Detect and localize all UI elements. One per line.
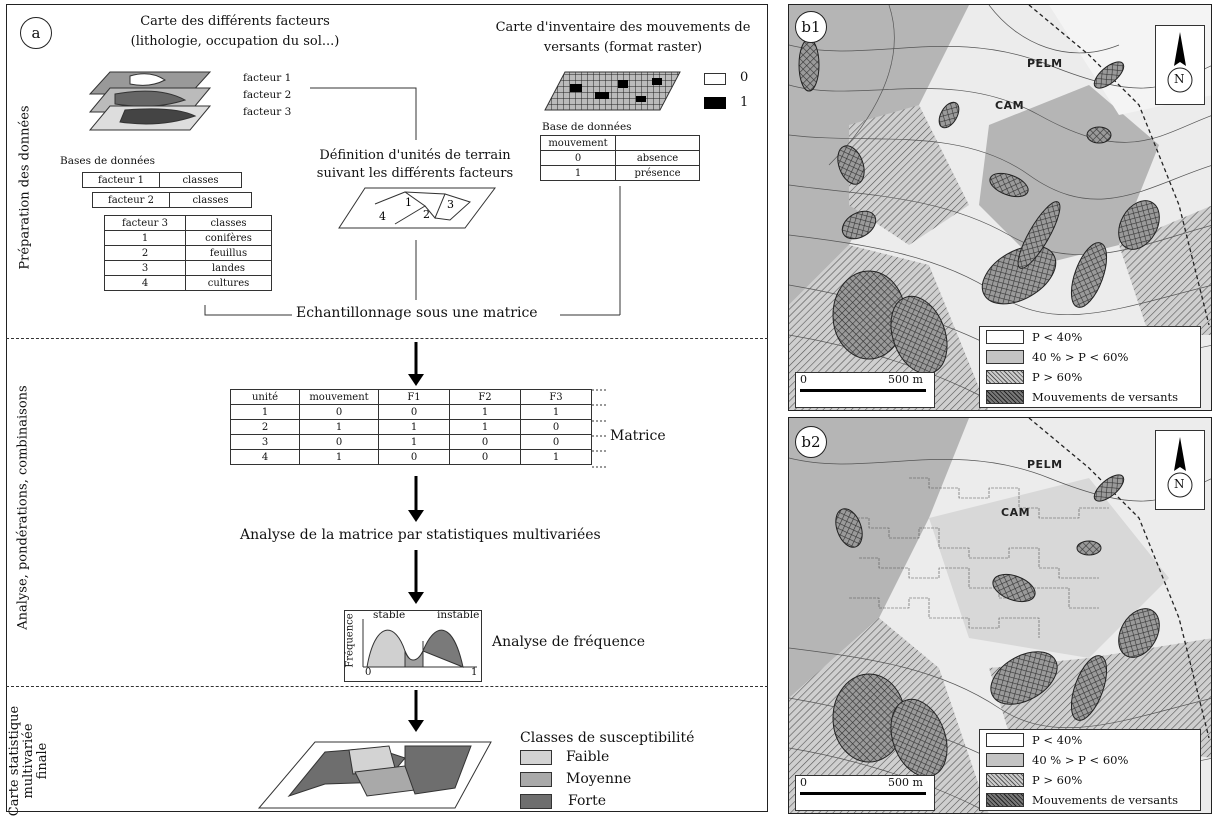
map-b1-label-cam: CAM — [995, 99, 1025, 112]
map-b2-north-arrow: N — [1155, 430, 1205, 510]
map-b2-badge: b2 — [795, 426, 827, 458]
classe-forte-swatch — [520, 794, 552, 809]
facteur-labels: facteur 1 facteur 2 facteur 3 — [243, 72, 292, 118]
matrix-extension-dots — [592, 389, 608, 468]
raster-legend-0-label: 0 — [740, 70, 749, 85]
inventaire-title: Carte d'inventaire des mouvements de ver… — [495, 20, 751, 55]
factor-layers-illustration — [88, 71, 212, 131]
freq-x1: 1 — [471, 667, 478, 678]
classe-moyenne-swatch — [520, 772, 552, 787]
map-b1-legend: P < 40% 40 % > P < 60% P > 60% Mouvement… — [979, 326, 1201, 408]
map-b2-legend: P < 40% 40 % > P < 60% P > 60% Mouvement… — [979, 729, 1201, 811]
classe-moyenne-label: Moyenne — [566, 771, 632, 787]
map-b2-scale-bar: 0 500 m — [795, 775, 935, 811]
flow-arrows — [408, 342, 424, 732]
map-b2: b2 N PELM CAM 0 500 m P < 40% 40 % > P <… — [788, 417, 1212, 814]
bases-title: Bases de données — [60, 155, 155, 167]
raster-legend-0-swatch — [704, 73, 726, 85]
unit-number-4: 4 — [379, 210, 386, 223]
map-b1-badge: b1 — [795, 11, 827, 43]
classe-forte-label: Forte — [568, 793, 606, 809]
unit-number-3: 3 — [447, 198, 454, 211]
unit-number-2: 2 — [423, 208, 430, 221]
classe-faible-swatch — [520, 750, 552, 765]
map-b2-label-pelm: PELM — [1027, 458, 1063, 471]
map-b2-label-cam: CAM — [1001, 506, 1031, 519]
freq-stable: stable — [373, 609, 406, 621]
final-map-illustration — [257, 741, 492, 809]
classes-title: Classes de susceptibilité — [520, 730, 695, 746]
map-b1-north-arrow: N — [1155, 25, 1205, 105]
definition-title: Définition d'unités de terrain suivant l… — [316, 148, 514, 181]
raster-legend-1-label: 1 — [740, 95, 749, 110]
raster-illustration — [544, 71, 681, 111]
section-divider-1 — [6, 338, 768, 339]
panel-a — [6, 4, 768, 812]
map-b1-label-pelm: PELM — [1027, 57, 1063, 70]
frequency-chart: Fréquence stable instable 0 1 — [344, 609, 482, 682]
freq-x0: 0 — [365, 667, 372, 678]
map-b1-drawing — [789, 5, 1211, 410]
panel-a-badge: a — [20, 17, 52, 49]
carte-facteurs-title: Carte des différents facteurs (lithologi… — [130, 14, 340, 49]
map-b2-north-label: N — [1174, 477, 1185, 491]
matrice-label: Matrice — [610, 428, 666, 444]
freq-ylabel: Fréquence — [344, 613, 356, 668]
freq-title: Analyse de fréquence — [492, 634, 646, 650]
raster-legend-1-swatch — [704, 97, 726, 109]
unit-number-1: 1 — [405, 196, 412, 209]
map-b1-north-label: N — [1174, 72, 1185, 86]
analyse-matrice-label: Analyse de la matrice par statistiques m… — [240, 527, 601, 543]
base-title: Base de données — [542, 121, 632, 133]
prep-connectors — [204, 87, 621, 316]
units-illustration: 1 2 3 4 — [338, 187, 496, 229]
map-b1-scale-bar: 0 500 m — [795, 372, 935, 408]
classe-faible-label: Faible — [566, 749, 610, 765]
map-b1: b1 N PELM CAM 0 500 m P < 40% 40 % > P <… — [788, 4, 1212, 411]
echantillonnage-label: Echantillonnage sous une matrice — [296, 305, 538, 321]
freq-instable: instable — [437, 609, 480, 621]
section-divider-2 — [6, 686, 768, 687]
